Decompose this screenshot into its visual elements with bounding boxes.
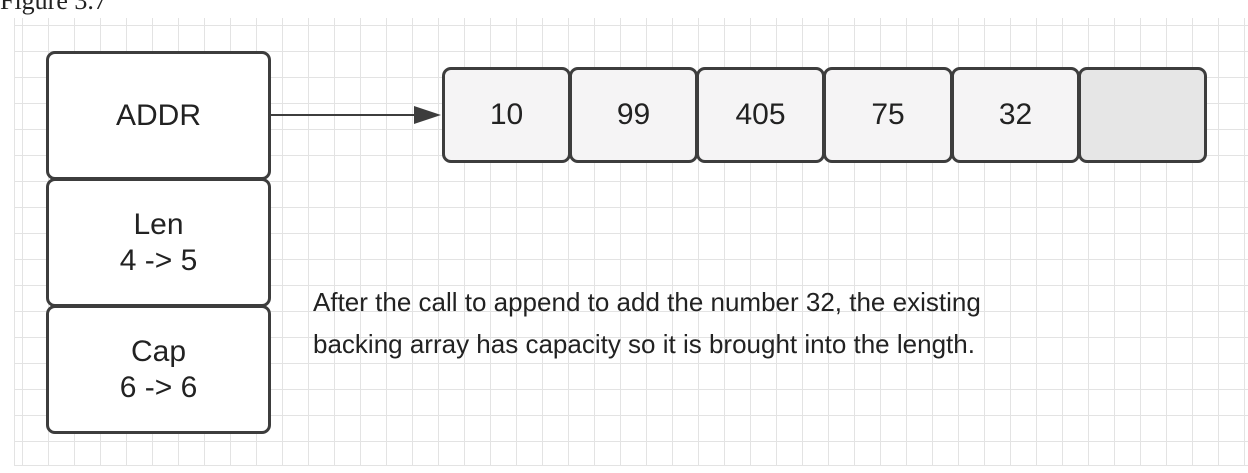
- addr-box: ADDR: [46, 51, 271, 180]
- array-cell-value: 405: [735, 98, 786, 131]
- cap-label: Cap: [130, 334, 187, 368]
- array-cell-2: 405: [696, 67, 825, 163]
- len-box: Len 4 -> 5: [46, 178, 271, 307]
- figure-caption: Figure 3.7: [0, 0, 107, 15]
- pointer-arrow-head: [414, 106, 441, 124]
- explanation-line-1: After the call to append to add the numb…: [313, 287, 981, 317]
- array-cell-5-empty: [1078, 67, 1207, 163]
- len-label: Len: [133, 207, 184, 241]
- cap-value: 6 -> 6: [119, 370, 198, 404]
- array-cell-3: 75: [823, 67, 953, 163]
- array-cell-1: 99: [569, 67, 698, 163]
- array-cell-value: 32: [998, 98, 1033, 131]
- array-cell-value: 99: [616, 98, 651, 131]
- cap-box: Cap 6 -> 6: [46, 305, 271, 434]
- len-value: 4 -> 5: [119, 243, 198, 277]
- explanation-line-2: backing array has capacity so it is brou…: [313, 329, 975, 359]
- array-cell-0: 10: [442, 67, 571, 163]
- explanation-note: After the call to append to add the numb…: [313, 281, 981, 365]
- array-cell-4: 32: [951, 67, 1080, 163]
- addr-label: ADDR: [115, 98, 201, 132]
- array-cell-value: 10: [489, 98, 524, 131]
- array-cell-value: 75: [871, 98, 905, 131]
